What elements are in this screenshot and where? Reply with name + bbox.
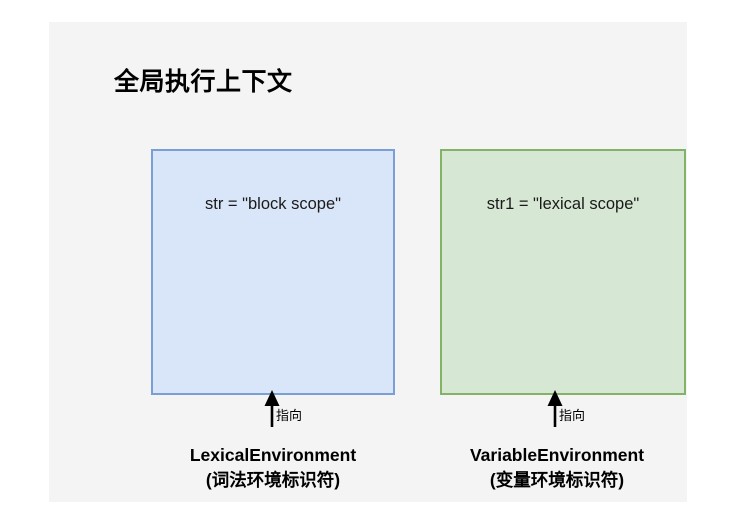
variable-environment-caption-line2: (变量环境标识符) bbox=[489, 470, 625, 490]
arrow-up-icon bbox=[547, 390, 563, 427]
variable-environment-box-text: str1 = "lexical scope" bbox=[486, 195, 640, 213]
variable-environment-caption: VariableEnvironment (变量环境标识符) bbox=[434, 443, 680, 493]
lexical-environment-caption: LexicalEnvironment (词法环境标识符) bbox=[151, 443, 395, 493]
lexical-environment-caption-line1: LexicalEnvironment bbox=[189, 445, 357, 465]
lexical-environment-box: str = "block scope" bbox=[151, 149, 395, 395]
lexical-environment-caption-line2: (词法环境标识符) bbox=[205, 470, 341, 490]
slide-panel: 全局执行上下文 str = "block scope" str1 = "lexi… bbox=[49, 22, 687, 502]
lexical-pointer-arrow-group: 指向 bbox=[245, 390, 335, 430]
lexical-pointer-arrow-label: 指向 bbox=[276, 408, 303, 423]
arrow-up-icon bbox=[264, 390, 280, 427]
page-title: 全局执行上下文 bbox=[114, 68, 293, 96]
variable-environment-box: str1 = "lexical scope" bbox=[440, 149, 686, 395]
variable-pointer-arrow-label: 指向 bbox=[559, 408, 586, 423]
variable-environment-caption-line1: VariableEnvironment bbox=[469, 445, 645, 465]
lexical-environment-box-text: str = "block scope" bbox=[205, 195, 341, 213]
variable-pointer-arrow-group: 指向 bbox=[528, 390, 618, 430]
